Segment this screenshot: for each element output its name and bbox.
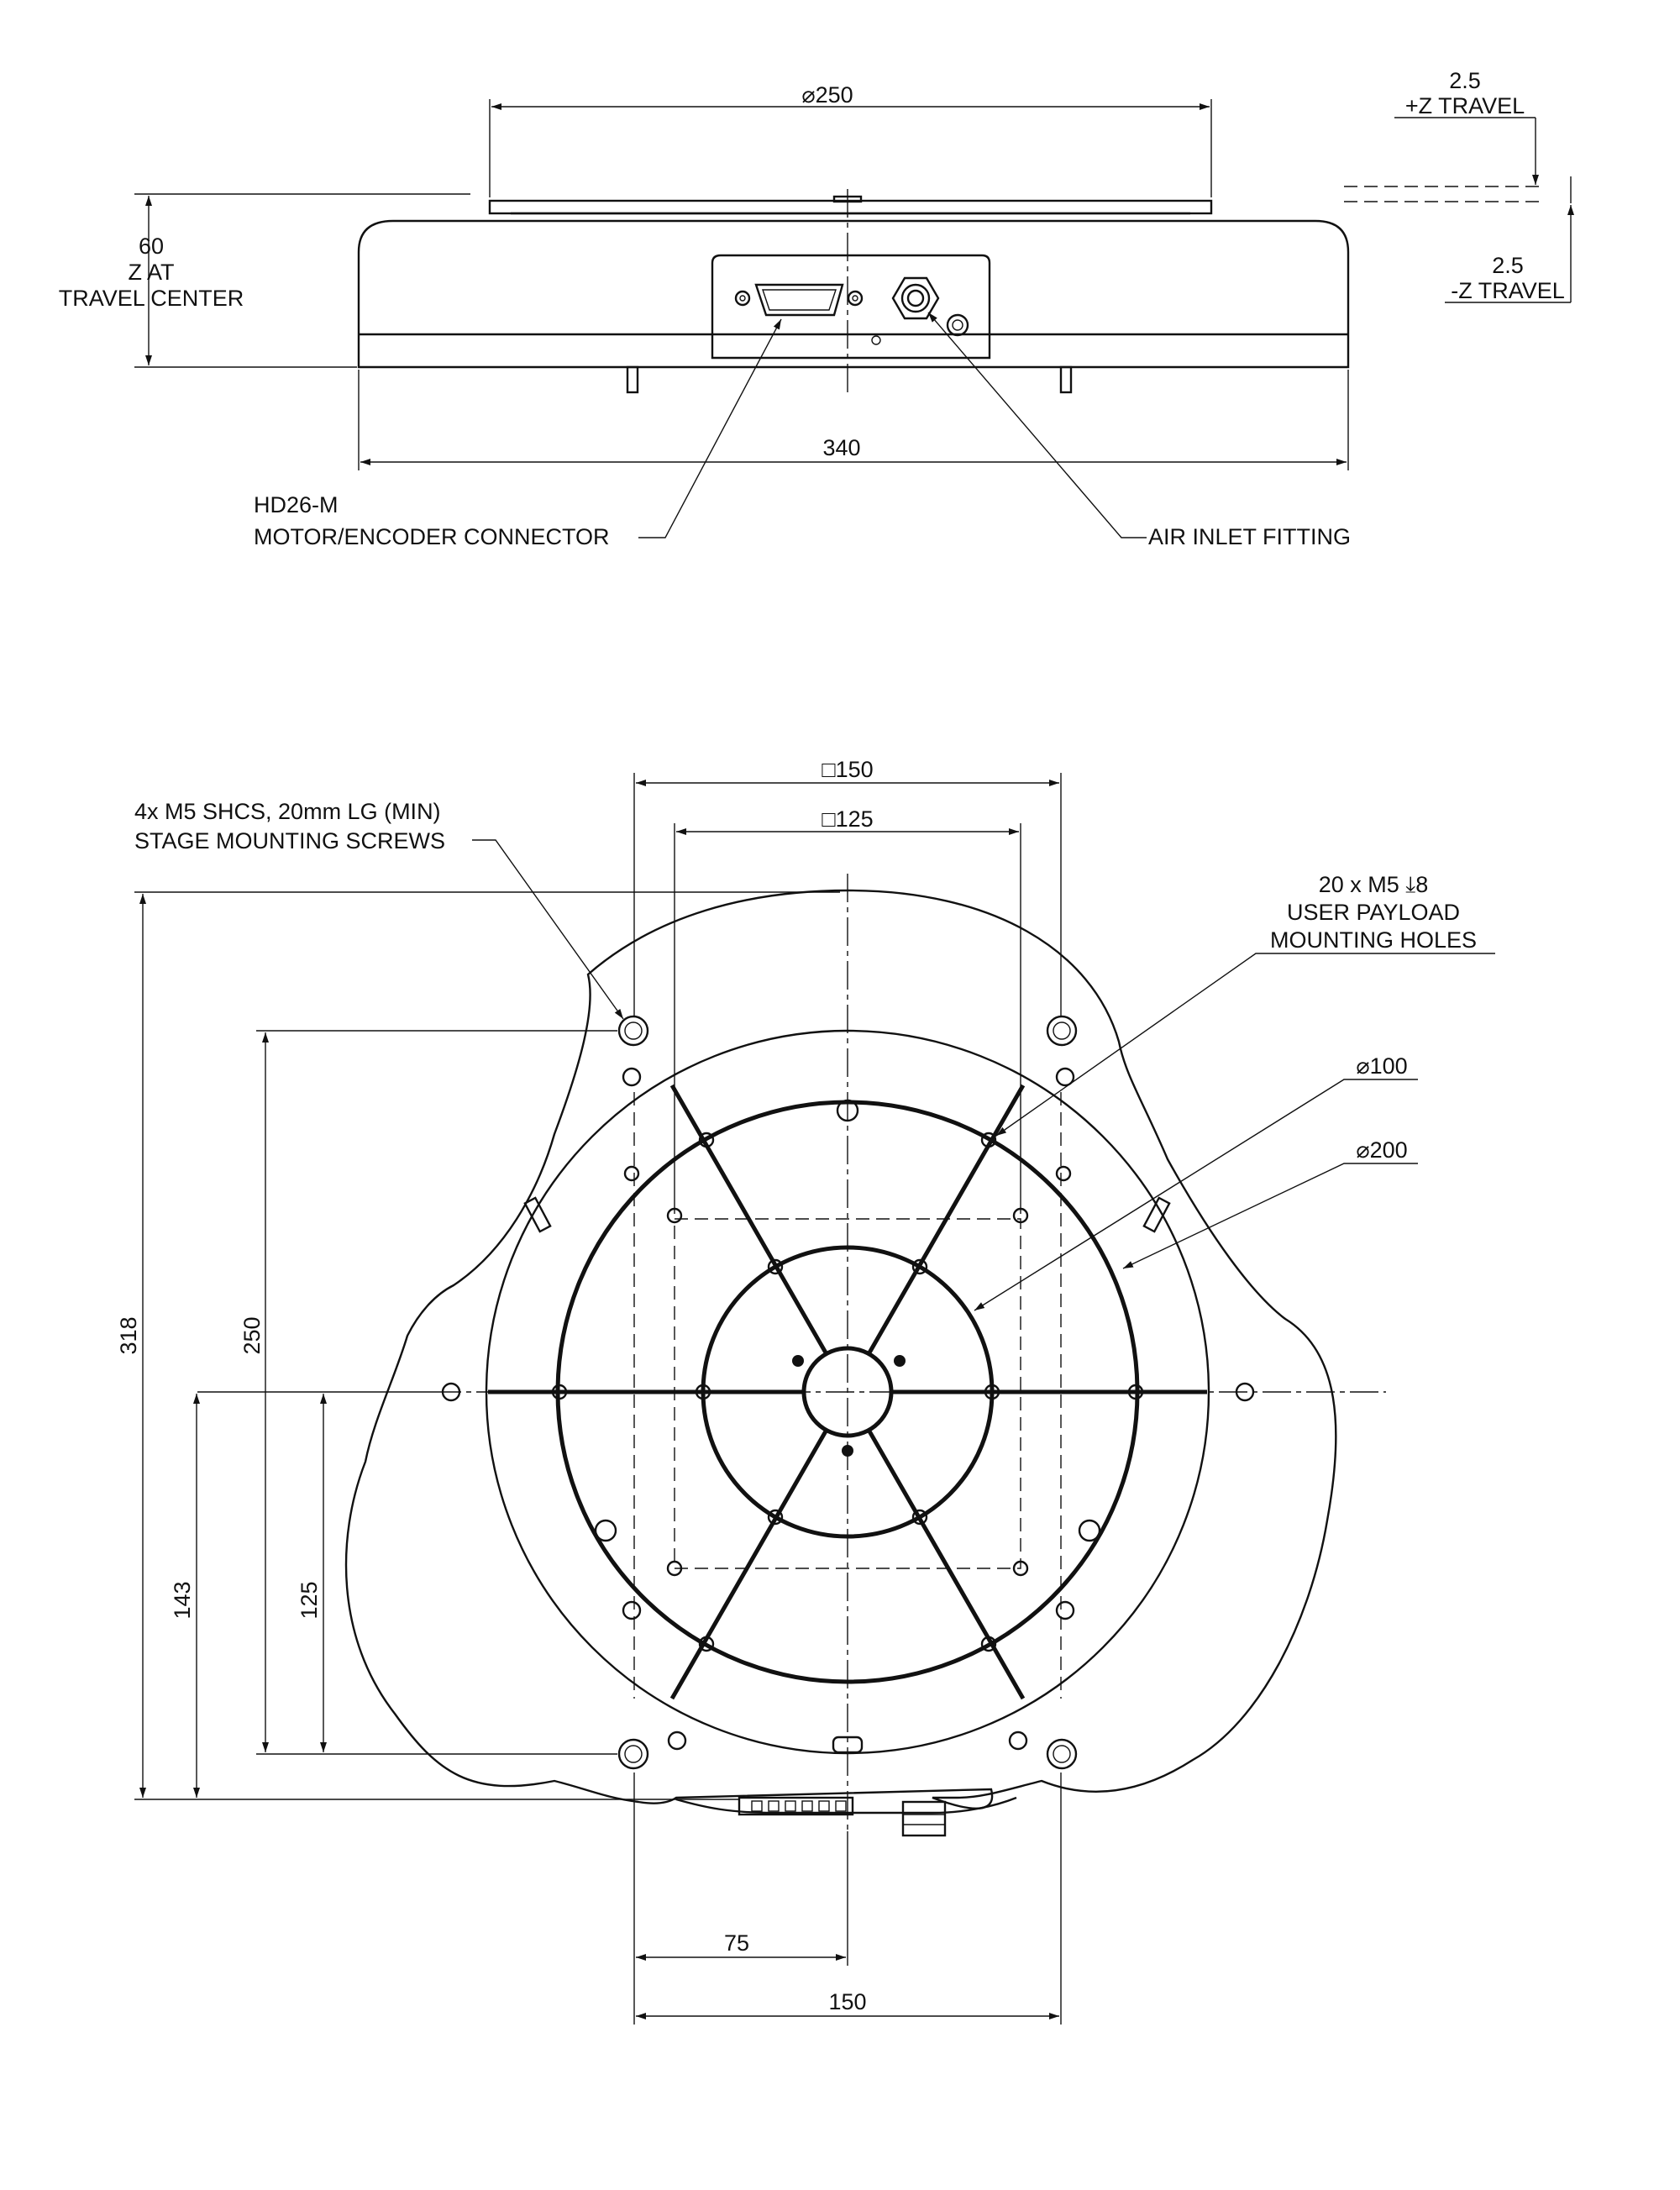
callout-screws-line1: 4x M5 SHCS, 20mm LG (MIN) (134, 799, 441, 824)
callout-connector-line2: MOTOR/ENCODER CONNECTOR (254, 524, 610, 549)
dim-z-plus-label: +Z TRAVEL (1405, 93, 1525, 118)
dim-dia-200: ⌀200 (1356, 1137, 1407, 1163)
stage-body (357, 219, 1350, 369)
secondary-screw-icons (441, 1067, 1255, 1751)
dim-z-minus-label: -Z TRAVEL (1451, 278, 1565, 303)
dim-143: 143 (170, 1581, 195, 1619)
callout-holes-line1: 20 x M5 ⤓8 (1319, 872, 1429, 897)
top-view: □150 □125 318 250 143 125 75 150 4x M5 S (116, 757, 1495, 2025)
bottom-air-fitting-icon (901, 1800, 947, 1837)
stage-mounting-screw-icons (617, 1015, 1078, 1770)
dim-125-vertical: 125 (297, 1581, 322, 1619)
bottom-connector-icon (738, 1796, 854, 1816)
dim-square-150: □150 (822, 757, 873, 782)
dim-square-125: □125 (822, 806, 873, 832)
stage-top-plate (488, 199, 1213, 215)
dim-z-plus-value: 2.5 (1449, 68, 1481, 93)
connector-panel (711, 254, 991, 360)
dim-75: 75 (724, 1930, 749, 1956)
side-view: ⌀250 2.5 +Z TRAVEL 2.5 -Z TRAVEL 60 Z AT… (59, 68, 1574, 549)
hd26-connector-icon (734, 283, 864, 317)
dim-diameter-250: ⌀250 (801, 82, 853, 108)
dim-z-minus-value: 2.5 (1492, 253, 1524, 278)
dim-dia-100: ⌀100 (1356, 1053, 1407, 1079)
dim-height-label-1: Z AT (128, 260, 174, 285)
dim-318: 318 (116, 1316, 141, 1354)
dim-width-340: 340 (822, 435, 860, 460)
air-inlet-fitting-icon (891, 276, 969, 337)
dim-150-horizontal: 150 (828, 1989, 866, 2014)
callout-holes-line3: MOUNTING HOLES (1270, 927, 1477, 953)
dim-height-value: 60 (139, 234, 164, 259)
dim-250: 250 (239, 1316, 265, 1354)
dim-height-label-2: TRAVEL CENTER (59, 286, 244, 311)
user-payload-hole-icons (551, 1132, 1144, 1652)
callout-screws-line2: STAGE MOUNTING SCREWS (134, 828, 445, 853)
callout-air-inlet: AIR INLET FITTING (1148, 524, 1351, 549)
callout-connector-line1: HD26-M (254, 492, 339, 517)
callout-holes-line2: USER PAYLOAD (1287, 900, 1460, 925)
